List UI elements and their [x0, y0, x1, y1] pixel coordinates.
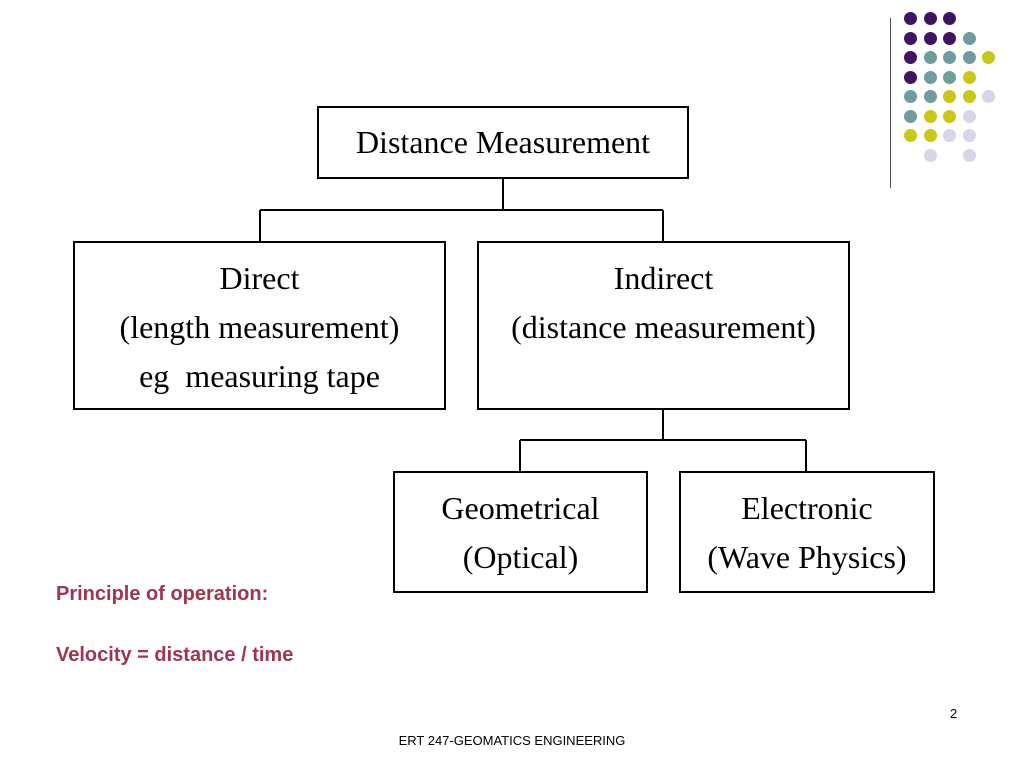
geometrical-subtitle: (Optical) [462, 539, 579, 575]
decorative-dot [943, 31, 956, 45]
footer-course-title: ERT 247-GEOMATICS ENGINEERING [398, 733, 626, 748]
decorative-dot [962, 148, 976, 162]
electronic-box: Electronic (Wave Physics) [679, 471, 935, 593]
decorative-dot [943, 109, 956, 123]
velocity-formula: Velocity = distance / time [56, 644, 294, 666]
decorative-dot [904, 129, 917, 142]
direct-title: Direct [219, 260, 300, 296]
decorative-dot-grid [904, 12, 1004, 172]
decorative-dot [943, 51, 956, 64]
decorative-dot [923, 148, 937, 162]
decorative-dot [904, 51, 917, 64]
decorative-dot [943, 129, 956, 142]
decorative-dot [962, 31, 976, 45]
decorative-dot [962, 109, 976, 123]
page-number: 2 [950, 706, 958, 721]
indirect-title: Indirect [613, 260, 714, 296]
geometrical-title: Geometrical [441, 490, 600, 526]
decorative-dot [962, 90, 976, 103]
geometrical-box: Geometrical (Optical) [393, 471, 648, 593]
decorative-dot [923, 129, 937, 142]
decorative-dot [904, 90, 917, 103]
principle-note: Principle of operation: [56, 583, 269, 605]
indirect-box: Indirect (distance measurement) [477, 241, 850, 410]
decorative-dot [943, 12, 956, 25]
decorative-dot [923, 109, 937, 123]
indirect-subtitle: (distance measurement) [511, 309, 816, 345]
decorative-dot [904, 70, 917, 84]
electronic-subtitle: (Wave Physics) [707, 539, 907, 575]
decorative-dot [923, 90, 937, 103]
decorative-dot [923, 12, 937, 25]
decorative-dot [923, 51, 937, 64]
direct-subtitle: (length measurement) [119, 309, 400, 345]
decorative-dot [962, 51, 976, 64]
decorative-dot [982, 90, 995, 103]
distance-measurement-box: Distance Measurement [317, 106, 689, 179]
decorative-dot [923, 70, 937, 84]
decorative-dot [962, 70, 976, 84]
direct-example: eg measuring tape [139, 358, 380, 394]
distance-measurement-label: Distance Measurement [355, 124, 651, 160]
decorative-dot [943, 90, 956, 103]
direct-box: Direct (length measurement) eg measuring… [73, 241, 446, 410]
decorative-dot [962, 129, 976, 142]
decorative-dot [982, 51, 995, 64]
decorative-dot [904, 12, 917, 25]
decorative-divider [890, 18, 891, 188]
decorative-dot [904, 109, 917, 123]
electronic-title: Electronic [741, 490, 873, 526]
decorative-dot [904, 31, 917, 45]
decorative-dot [943, 70, 956, 84]
decorative-dot [923, 31, 937, 45]
